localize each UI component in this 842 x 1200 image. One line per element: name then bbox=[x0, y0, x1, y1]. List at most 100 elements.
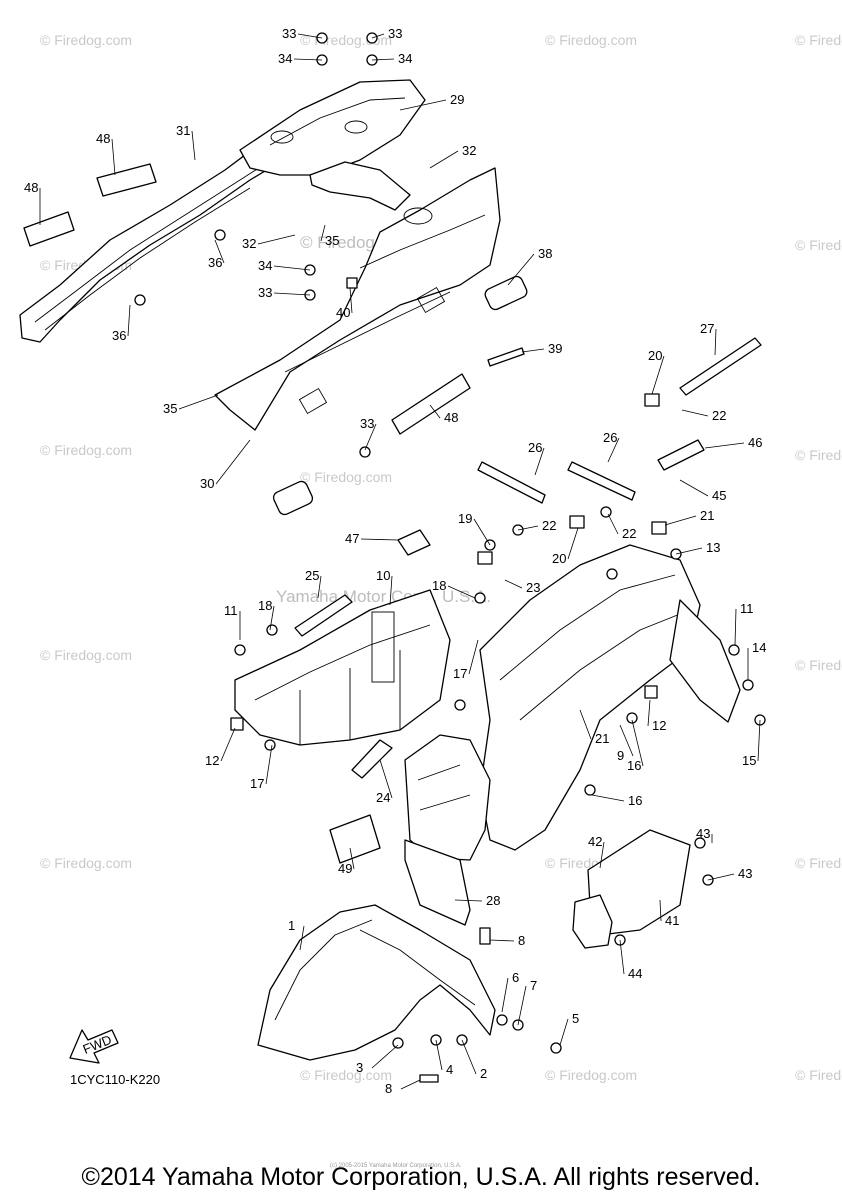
watermark: © Firedog.com bbox=[40, 442, 132, 458]
leader-line bbox=[349, 287, 353, 314]
leader-line bbox=[257, 234, 296, 245]
seat-tray-29 bbox=[239, 79, 426, 176]
watermark: © Firedog.com bbox=[795, 237, 842, 253]
callout-12: 12 bbox=[652, 718, 666, 733]
leader-lines bbox=[39, 33, 761, 1090]
leader-line bbox=[707, 873, 735, 881]
leader-line bbox=[579, 709, 592, 740]
callout-43: 43 bbox=[696, 826, 710, 841]
callout-9: 9 bbox=[617, 748, 624, 763]
leader-line bbox=[619, 939, 625, 975]
callout-18: 18 bbox=[432, 578, 446, 593]
callout-48: 48 bbox=[24, 180, 38, 195]
watermark-layer: © Firedog.com © Firedog.com © Firedog.co… bbox=[40, 32, 842, 1083]
leader-line bbox=[517, 525, 539, 531]
strap-25 bbox=[294, 594, 353, 637]
leader-line bbox=[664, 515, 697, 526]
fastener bbox=[134, 294, 146, 306]
leader-line bbox=[651, 355, 665, 395]
leader-line bbox=[435, 1039, 443, 1071]
callout-4: 4 bbox=[446, 1062, 453, 1077]
leader-line bbox=[647, 699, 651, 727]
watermark: © Firedog.com bbox=[795, 1067, 842, 1083]
leader-line bbox=[220, 727, 236, 762]
leader-line bbox=[675, 547, 703, 555]
fastener bbox=[359, 446, 371, 458]
leader-line bbox=[468, 639, 479, 675]
cable-26-b bbox=[567, 461, 636, 501]
leader-line bbox=[299, 925, 305, 951]
bracket-21 bbox=[651, 521, 667, 535]
inner-fender bbox=[404, 734, 491, 861]
leader-line bbox=[400, 1079, 421, 1090]
decal-48-b bbox=[23, 211, 75, 247]
callout-16: 16 bbox=[628, 793, 642, 808]
leader-line bbox=[297, 33, 323, 39]
leader-line bbox=[599, 841, 605, 869]
callout-2: 2 bbox=[480, 1066, 487, 1081]
leader-line bbox=[461, 1039, 477, 1075]
front-fender-taillight-assembly: FWD bbox=[69, 829, 691, 1083]
leader-line bbox=[371, 1044, 399, 1069]
front-fender-1 bbox=[257, 904, 496, 1061]
bracket-47 bbox=[397, 529, 431, 556]
callout-34: 34 bbox=[278, 51, 292, 66]
leader-line bbox=[191, 130, 196, 161]
callout-24: 24 bbox=[376, 790, 390, 805]
callout-33: 33 bbox=[388, 26, 402, 41]
callout-21: 21 bbox=[700, 508, 714, 523]
damper-37 bbox=[272, 480, 314, 516]
rear-fender-9 bbox=[479, 544, 701, 851]
callout-21: 21 bbox=[595, 731, 609, 746]
leader-line bbox=[559, 1018, 569, 1046]
fastener bbox=[214, 229, 226, 241]
callout-6: 6 bbox=[512, 970, 519, 985]
leader-line bbox=[619, 724, 634, 757]
bracket-19 bbox=[477, 551, 493, 565]
leader-line bbox=[504, 579, 523, 589]
callout-11: 11 bbox=[740, 601, 754, 616]
callout-45: 45 bbox=[712, 488, 726, 503]
watermark: © Firedog.com bbox=[795, 657, 842, 673]
tag-8-top bbox=[479, 927, 491, 945]
watermark: © Firedog.com bbox=[545, 32, 637, 48]
watermark: © Firedog.com bbox=[795, 32, 842, 48]
leader-line bbox=[273, 292, 311, 296]
leader-line bbox=[501, 977, 509, 1013]
fastener bbox=[728, 644, 740, 656]
callout-48: 48 bbox=[96, 131, 110, 146]
fastener bbox=[584, 784, 596, 796]
leader-line bbox=[473, 518, 491, 546]
rear-side-cover-assembly bbox=[19, 79, 528, 516]
strip-39 bbox=[487, 347, 525, 367]
fastener bbox=[392, 1037, 404, 1049]
callout-33: 33 bbox=[360, 416, 374, 431]
callout-14: 14 bbox=[752, 640, 766, 655]
watermark: © Firedog.com bbox=[300, 1067, 392, 1083]
callout-33: 33 bbox=[258, 285, 272, 300]
fastener bbox=[742, 679, 754, 691]
callout-33: 33 bbox=[282, 26, 296, 41]
callout-30: 30 bbox=[200, 476, 214, 491]
callout-3: 3 bbox=[356, 1060, 363, 1075]
clip-12-right bbox=[644, 685, 658, 699]
callout-31: 31 bbox=[176, 123, 190, 138]
callout-41: 41 bbox=[665, 913, 679, 928]
leader-line bbox=[379, 759, 393, 799]
leader-line bbox=[681, 409, 709, 417]
callout-11: 11 bbox=[224, 603, 238, 618]
callout-22: 22 bbox=[542, 518, 556, 533]
leader-line bbox=[320, 224, 326, 242]
callout-26: 26 bbox=[528, 440, 542, 455]
damper-38 bbox=[484, 275, 528, 311]
watermark: © Firedog.com bbox=[300, 469, 392, 485]
leader-line bbox=[127, 304, 131, 337]
leader-line bbox=[607, 437, 620, 463]
callout-47: 47 bbox=[345, 531, 359, 546]
battery-box-10 bbox=[234, 589, 451, 746]
tiny-credit: (c) 2005-2015 Yamaha Motor Corporation, … bbox=[330, 1163, 462, 1169]
diagram-code: 1CYC110-K220 bbox=[70, 1072, 161, 1087]
watermark-overlay: Yamaha Motor Corp., U.S.A. bbox=[276, 587, 491, 606]
clip-12-left bbox=[230, 717, 244, 731]
